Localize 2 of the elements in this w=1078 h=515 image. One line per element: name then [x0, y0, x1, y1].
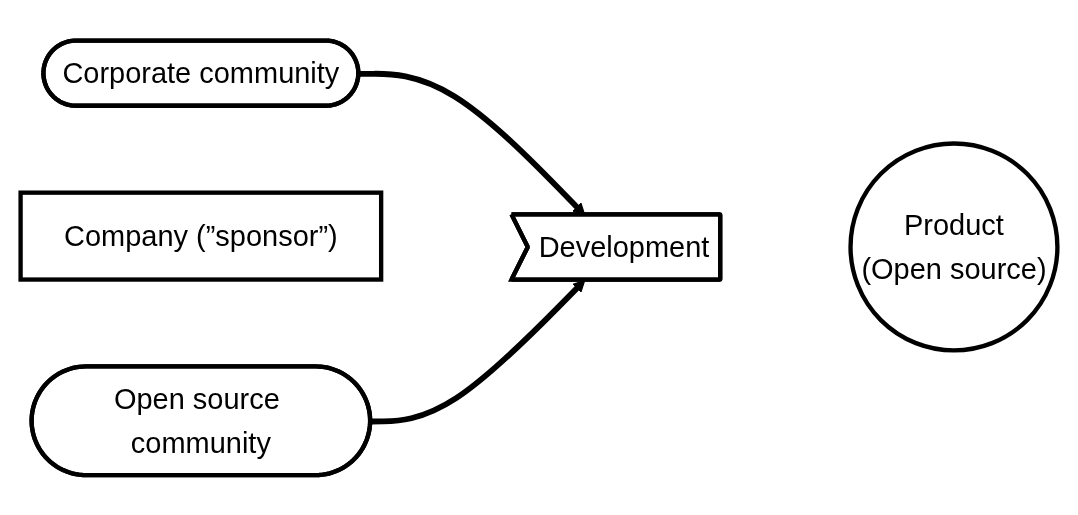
node-circle: Product (Open source): [848, 141, 1060, 353]
node-box: Company (”sponsor”): [18, 190, 384, 282]
